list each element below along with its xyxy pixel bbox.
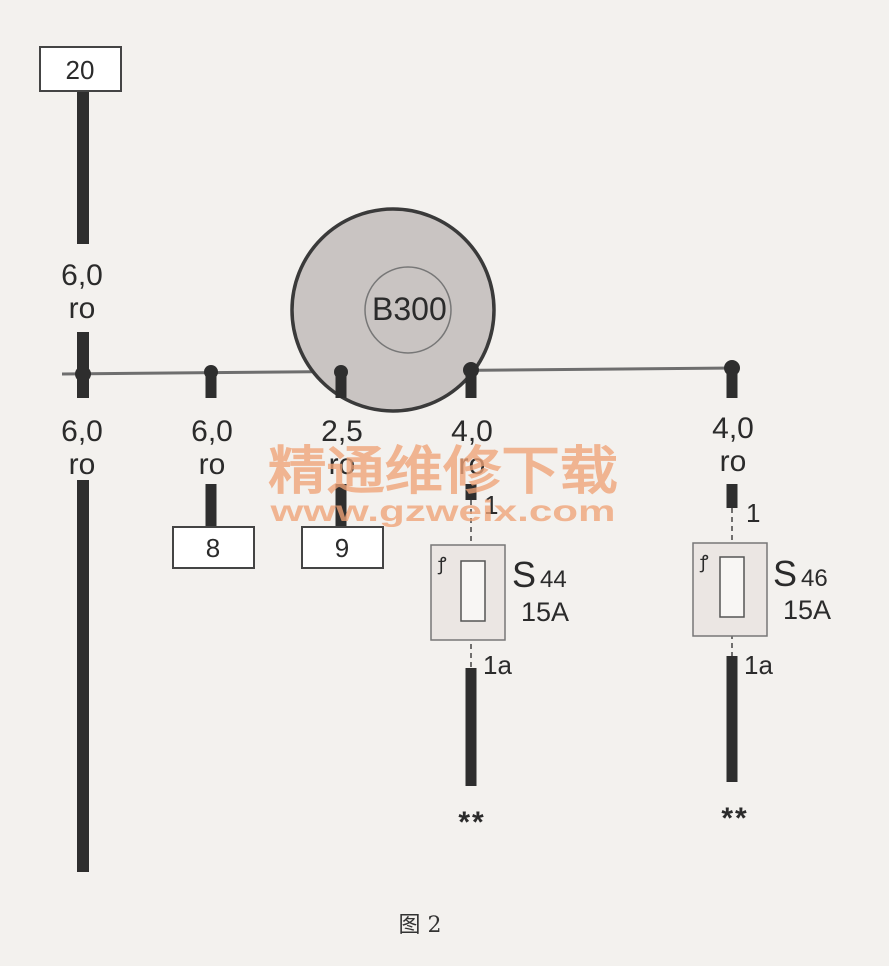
fuse-s44-icon: ꝭ <box>437 554 447 575</box>
main-wire-bottom-gauge: 6,0 <box>61 415 103 448</box>
watermark-url: www.gzweix.com <box>269 495 615 528</box>
main-wire-top-gauge: 6,0 <box>61 259 103 292</box>
fuse-s44-pin-out: 1a <box>483 650 512 680</box>
main-junction-dot <box>75 366 91 382</box>
fuse-s46-icon: ꝭ <box>699 552 709 573</box>
branch-s46-color: ro <box>720 445 747 478</box>
branch-s44-gauge: 4,0 <box>451 415 493 448</box>
fuse-s44-number: 44 <box>540 566 567 593</box>
branch-8-color: ro <box>199 448 226 481</box>
terminal-8: 8 <box>172 526 255 569</box>
terminal-9: 9 <box>301 526 384 569</box>
branch-8-gauge: 6,0 <box>191 415 233 448</box>
fuse-s46-name: S <box>773 553 797 594</box>
branch-9-gauge: 2,5 <box>321 415 363 448</box>
fuse-s46-pin-in: 1 <box>746 498 760 528</box>
branch-wire-9 <box>334 365 348 527</box>
branch-9-color: ro <box>329 448 356 481</box>
fuse-s46: ꝭ <box>692 542 768 637</box>
fuse-s46-rating: 15A <box>783 595 831 625</box>
fuse-s46-number: 46 <box>801 565 828 592</box>
fuse-s44: ꝭ <box>430 544 506 641</box>
terminal-8-label: 8 <box>206 533 220 563</box>
fuse-s44-pin-in: 1 <box>484 490 498 520</box>
branch-s44-color: ro <box>459 448 486 481</box>
watermark-chinese: 精通维修下载 <box>268 441 618 502</box>
terminal-20-label: 20 <box>66 55 95 85</box>
main-wire <box>75 92 91 872</box>
main-wire-bottom-color: ro <box>69 448 96 481</box>
terminal-9-label: 9 <box>335 533 349 563</box>
fuse-s44-continuation: ** <box>458 806 485 839</box>
main-wire-top-color: ro <box>69 292 96 325</box>
b300-component: B300 <box>290 207 496 413</box>
branch-wire-8 <box>204 365 218 527</box>
b300-label: B300 <box>372 291 447 327</box>
branch-s46-gauge: 4,0 <box>712 412 754 445</box>
figure-caption: 图 2 <box>399 913 442 938</box>
terminal-20: 20 <box>39 46 122 92</box>
fuse-s46-continuation: ** <box>721 802 748 835</box>
fuse-s46-pin-out: 1a <box>744 650 773 680</box>
fuse-s44-rating: 15A <box>521 597 569 627</box>
fuse-s44-name: S <box>512 554 536 595</box>
